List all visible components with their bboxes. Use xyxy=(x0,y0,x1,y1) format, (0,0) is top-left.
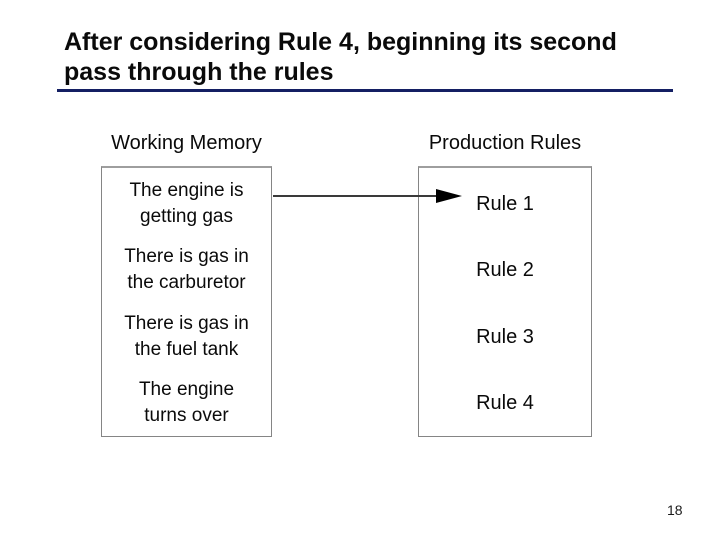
arrow-head-icon xyxy=(436,189,462,203)
rule-item-2: Rule 2 xyxy=(476,259,534,282)
title-underline xyxy=(57,89,673,92)
page-number: 18 xyxy=(667,502,683,518)
memory-fact-gas-in-fuel-tank: There is gas in the fuel tank xyxy=(124,312,249,360)
memory-fact-engine-getting-gas: The engine is getting gas xyxy=(129,180,244,228)
working-memory-box: The engine is getting gas There is gas i… xyxy=(101,166,272,437)
production-rules-label: Production Rules xyxy=(428,132,582,154)
rule-item-3: Rule 3 xyxy=(476,325,534,348)
rule-item-4: Rule 4 xyxy=(476,391,534,414)
rule-item-1: Rule 1 xyxy=(476,193,534,216)
memory-fact-engine-turns-over: The engine turns over xyxy=(138,378,235,426)
memory-fact-gas-in-carburetor: There is gas in the carburetor xyxy=(124,246,249,294)
slide-title: After considering Rule 4, beginning its … xyxy=(64,28,617,86)
working-memory-label: Working Memory xyxy=(111,132,262,154)
production-rules-box: Rule 1 Rule 2 Rule 3 Rule 4 xyxy=(418,166,592,437)
arrow-connector-line xyxy=(273,195,436,197)
